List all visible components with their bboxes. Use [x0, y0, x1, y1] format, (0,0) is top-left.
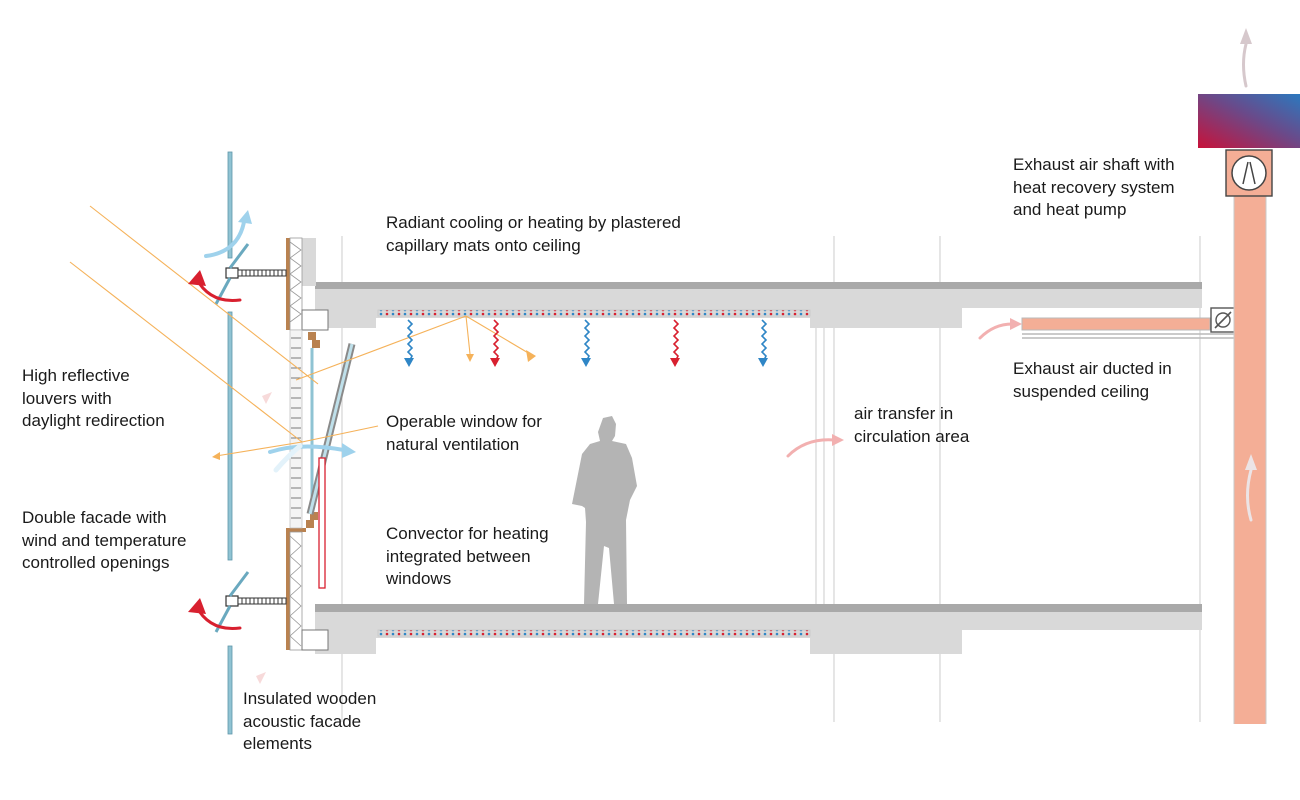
window-frame [289, 329, 320, 529]
label-line: Radiant cooling or heating by plastered [386, 213, 681, 232]
radiant-cooling-arrowheads [404, 358, 768, 367]
label-line: windows [386, 569, 452, 588]
radiant-heating-arrowheads [490, 358, 680, 367]
exhaust-duct [1021, 317, 1236, 339]
label-line: louvers with [22, 388, 112, 408]
exhaust-duct-inlet-arrow [978, 318, 1022, 340]
label-line: Exhaust air shaft with [1013, 155, 1175, 174]
label-line: acoustic facade [243, 711, 362, 731]
label-exhaust-shaft: Exhaust air shaft with heat recovery sys… [1013, 154, 1175, 222]
warm-air-exhaust-arrowheads [188, 270, 206, 614]
lower-slab [315, 604, 1202, 654]
label-line: wind and temperature [22, 530, 187, 550]
label-radiant-ceiling: Radiant cooling or heating by plastered … [386, 212, 681, 257]
label-line: Insulated wooden [243, 689, 377, 708]
fresh-air-arrowheads [238, 210, 356, 458]
shaft-fan-icon [1225, 149, 1273, 197]
human-silhouette [572, 416, 637, 604]
label-line: natural ventilation [386, 434, 520, 454]
label-line: elements [243, 734, 312, 753]
label-line: controlled openings [22, 553, 170, 572]
label-line: Double facade with [22, 508, 167, 527]
label-line: and heat pump [1013, 200, 1127, 219]
sun-rays [69, 205, 531, 457]
label-operable-window: Operable window for natural ventilation [386, 411, 542, 456]
label-line: Exhaust air ducted in [1013, 359, 1172, 378]
upper-slab [302, 238, 1202, 328]
label-wooden-elements: Insulated wooden acoustic facade element… [243, 688, 376, 756]
label-line: integrated between [386, 546, 531, 566]
outer-glass-pane [227, 151, 233, 735]
wooden-facade-element-upper [286, 237, 329, 331]
label-line: air transfer in [854, 404, 954, 423]
label-double-facade: Double facade with wind and temperature … [22, 507, 186, 575]
label-line: daylight redirection [22, 411, 165, 430]
label-line: Operable window for [386, 412, 542, 431]
duct-damper-icon [1210, 307, 1236, 333]
wooden-facade-element-lower [286, 528, 329, 651]
fresh-air-arrows [204, 220, 346, 473]
label-line: heat recovery system [1013, 177, 1175, 197]
label-line: suspended ceiling [1013, 381, 1150, 401]
label-louvers: High reflective louvers with daylight re… [22, 365, 165, 433]
label-line: Convector for heating [386, 524, 549, 543]
heat-recovery-heat-pump [1198, 94, 1300, 148]
light-arrowheads [212, 350, 536, 460]
label-line: circulation area [854, 426, 970, 446]
radiant-heating-arrows [492, 319, 680, 361]
faint-air-indicators [256, 392, 272, 684]
air-transfer-arrow [786, 434, 844, 458]
upper-capillary-mat [377, 309, 811, 317]
operable-window-sash [306, 343, 356, 515]
label-convector: Convector for heating integrated between… [386, 523, 549, 591]
label-line: capillary mats onto ceiling [386, 235, 581, 255]
radiant-cooling-arrows [406, 319, 768, 361]
shaft-airflow-arrows [1240, 28, 1257, 522]
lower-capillary-mat [377, 629, 811, 637]
louver-bracket-upper [214, 243, 287, 305]
louver-bracket-lower [214, 571, 287, 633]
label-air-transfer: air transfer in circulation area [854, 403, 969, 448]
convector [318, 457, 326, 589]
label-exhaust-duct: Exhaust air ducted in suspended ceiling [1013, 358, 1172, 403]
label-line: High reflective [22, 366, 130, 385]
